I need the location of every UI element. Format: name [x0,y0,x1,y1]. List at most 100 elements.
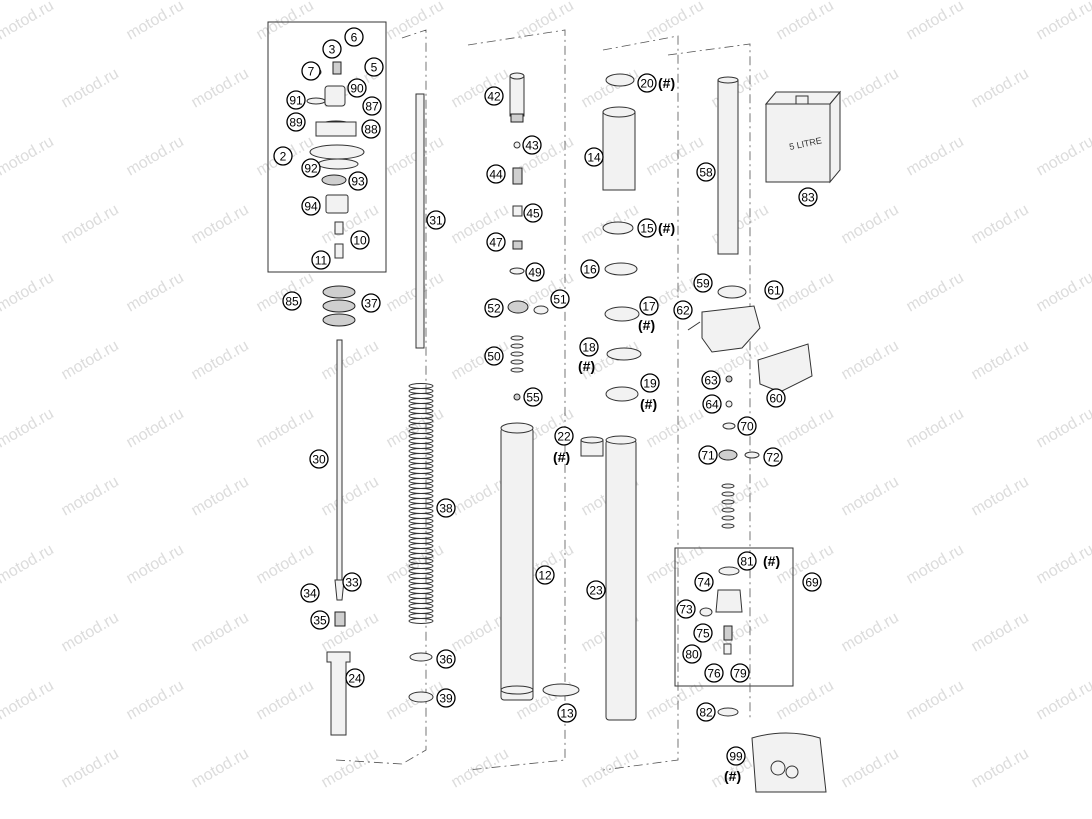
hash-mark: (#) [638,317,655,333]
spring-coil [408,593,434,599]
watermark-text: motod.ru [904,269,967,315]
part-label-circle [640,373,660,393]
part-label-number: 92 [304,162,318,176]
part-label-circle [579,337,599,357]
part-label-71: 71 [698,445,718,465]
part-label-7: 7 [301,61,321,81]
part-label-75: 75 [693,623,713,643]
watermark-text: motod.ru [969,337,1032,383]
part-label-circle [554,426,574,446]
part-label-89: 89 [286,112,306,132]
part-label-circle [310,610,330,630]
watermark-text: motod.ru [384,133,447,179]
spring-coil [408,448,434,454]
part-label-23: 23 [586,580,606,600]
part-label-number: 24 [348,672,362,686]
part-label-16: 16 [580,259,600,279]
part-label-31: 31 [426,210,446,230]
part-label-number: 13 [560,707,574,721]
spring-coil [408,503,434,509]
part-label-circle [523,387,543,407]
spring-coil [408,613,434,619]
hash-mark: (#) [658,220,675,236]
outer-tube-parts [602,73,642,721]
part-label-circle [702,394,722,414]
part-label-49: 49 [525,262,545,282]
part-label-91: 91 [286,90,306,110]
watermark-text: motod.ru [0,0,57,43]
part-label-circle [311,250,331,270]
watermark-text: motod.ru [969,65,1032,111]
part-label-82: 82 [696,702,716,722]
watermark-text: motod.ru [1034,133,1092,179]
part-label-circle [766,388,786,408]
hash-marks: (#)(#)(#)(#)(#)(#)(#)(#) [553,75,780,784]
part-label-number: 39 [439,692,453,706]
part-label-number: 60 [769,392,783,406]
part-label-number: 76 [707,667,721,681]
part-label-circle [701,370,721,390]
part-label-33: 33 [342,572,362,592]
watermark-text: motod.ru [839,65,902,111]
valve-assembly-frame [674,547,794,687]
spring-coil [408,513,434,519]
part-label-number: 10 [353,234,367,248]
part-label-59: 59 [693,273,713,293]
part-label-74: 74 [694,572,714,592]
watermark-text: motod.ru [319,473,382,519]
watermark-text: motod.ru [319,745,382,791]
hash-mark: (#) [640,396,657,412]
part-label-number: 89 [289,116,303,130]
watermark-text: motod.ru [904,0,967,43]
part-label-circle [580,259,600,279]
part-label-39: 39 [436,688,456,708]
part-label-number: 51 [553,293,567,307]
part-label-62: 62 [673,300,693,320]
watermark-text: motod.ru [124,133,187,179]
watermark-text: motod.ru [189,609,252,655]
part-label-number: 99 [729,750,743,764]
part-label-number: 73 [679,603,693,617]
part-label-17: 17 [639,296,659,316]
part-label-number: 83 [801,191,815,205]
hash-mark: (#) [763,553,780,569]
right-column-parts [687,76,842,793]
part-label-number: 71 [701,449,715,463]
spring-coil [408,533,434,539]
part-label-circle [639,296,659,316]
watermark-text: motod.ru [1034,405,1092,451]
part-label-number: 17 [642,300,656,314]
spring-coil [408,518,434,524]
spring-coil [408,403,434,409]
watermark-text: motod.ru [59,745,122,791]
watermark-text: motod.ru [839,337,902,383]
part-label-45: 45 [523,203,543,223]
axis-lines [335,29,751,771]
watermark-text: motod.ru [969,201,1032,247]
part-label-2: 2 [273,146,293,166]
watermark-text: motod.ru [644,0,707,43]
part-label-circle [584,147,604,167]
part-label-circle [436,498,456,518]
part-label-number: 14 [587,151,601,165]
part-label-3: 3 [322,39,342,59]
part-label-93: 93 [348,171,368,191]
part-label-number: 93 [351,175,365,189]
part-label-circle [286,90,306,110]
part-label-number: 70 [740,420,754,434]
part-label-number: 30 [312,453,326,467]
part-label-61: 61 [764,280,784,300]
watermark-text: motod.ru [1034,269,1092,315]
spring-coil [408,498,434,504]
part-label-circle [436,649,456,669]
part-label-circle [486,164,506,184]
watermark-text: motod.ru [709,473,772,519]
watermark-text: motod.ru [124,0,187,43]
watermark-text: motod.ru [904,541,967,587]
part-label-number: 37 [364,297,378,311]
part-label-number: 72 [766,451,780,465]
part-label-circle [286,112,306,132]
part-label-number: 75 [696,627,710,641]
spring-coil [408,608,434,614]
watermark-text: motod.ru [579,745,642,791]
